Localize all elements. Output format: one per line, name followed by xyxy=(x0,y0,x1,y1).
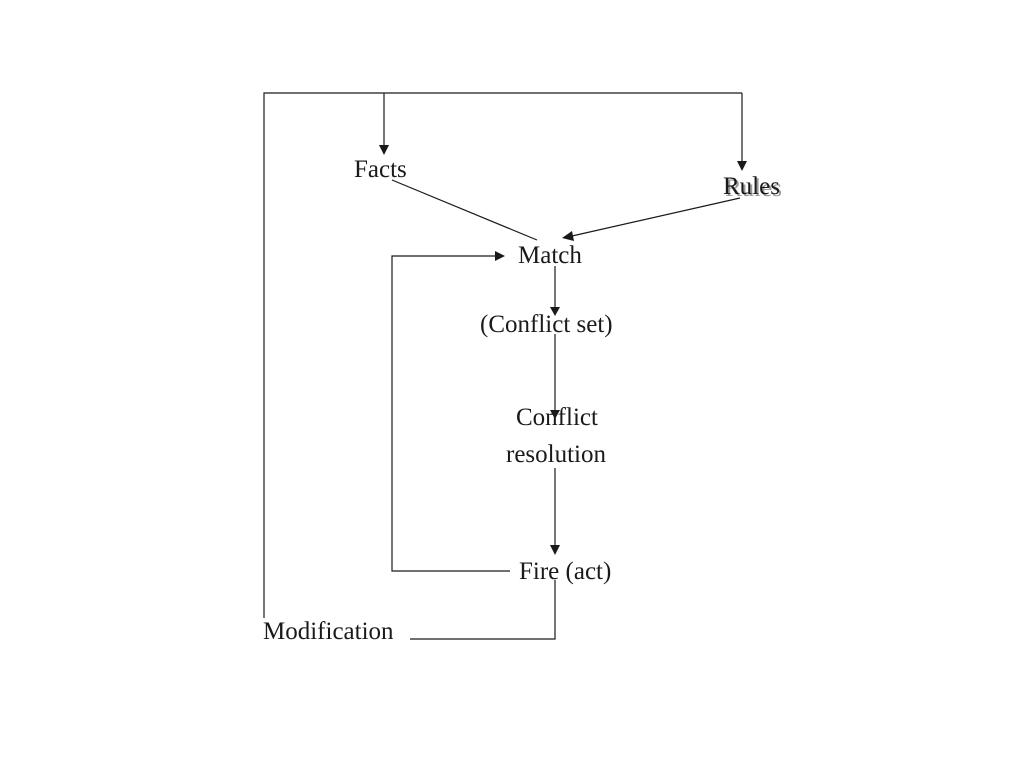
edge-modification-loop xyxy=(263,92,742,618)
edge-rules-to-match xyxy=(571,197,741,237)
node-conflict-resolution-line2: resolution xyxy=(506,441,606,468)
arrowhead-fire xyxy=(550,545,560,555)
arrowhead-match-from-rules xyxy=(562,231,574,241)
edge-facts-to-match xyxy=(391,179,538,241)
node-rules: Rules xyxy=(723,173,780,200)
node-match: Match xyxy=(518,242,582,269)
node-conflict-resolution-line1: Conflict xyxy=(516,404,598,431)
arrowhead-match-from-fire xyxy=(495,251,505,261)
arrowhead-facts xyxy=(379,145,389,155)
arrowhead-rules xyxy=(737,161,747,171)
node-conflict-set: (Conflict set) xyxy=(480,311,613,338)
node-rules-shadow: Rules xyxy=(725,175,782,202)
edge-fire-to-match-loop xyxy=(391,255,510,572)
edge-fire-to-modification xyxy=(410,580,556,640)
node-facts: Facts xyxy=(354,156,407,183)
node-modification: Modification xyxy=(263,618,394,645)
node-fire: Fire (act) xyxy=(519,558,611,585)
arrowhead-conflict-set xyxy=(550,307,560,316)
arrowhead-conflict-resolution xyxy=(550,410,560,419)
